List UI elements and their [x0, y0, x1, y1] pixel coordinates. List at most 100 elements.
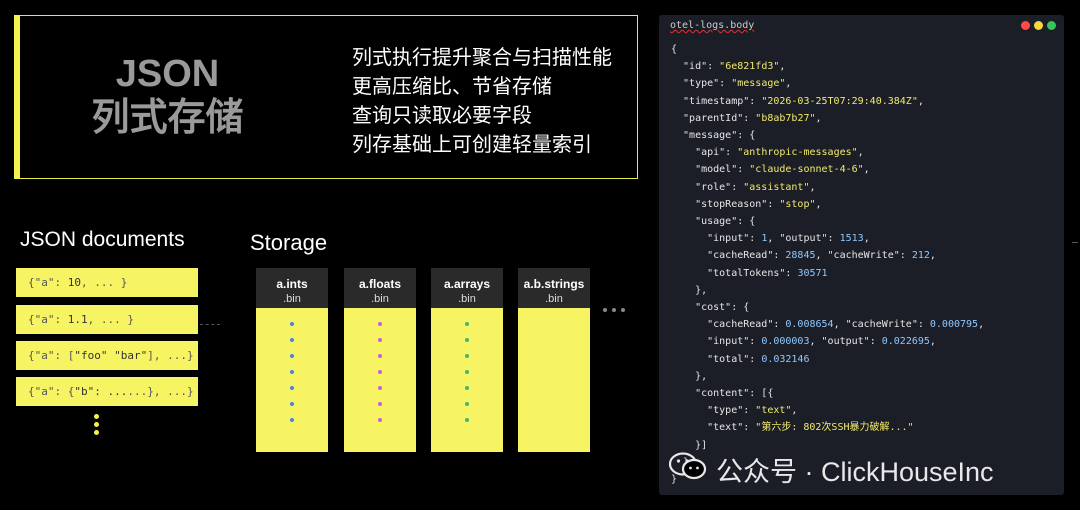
side-marker	[1072, 242, 1078, 243]
code-token: 0.032146	[761, 353, 810, 365]
code-line: "api": "anthropic-messages",	[671, 144, 984, 161]
json-doc-card: {"a": {"b": ......}, ...}	[16, 377, 198, 406]
json-code-block: { "id": "6e821fd3", "type": "message", "…	[671, 41, 984, 488]
column-ext: .bin	[458, 293, 476, 305]
json-doc-card: {"a": 10, ... }	[16, 268, 198, 297]
code-token: "第六步: 802次SSH暴力破解..."	[755, 422, 914, 434]
code-token: ,	[929, 250, 936, 262]
json-documents-title: JSON documents	[20, 228, 185, 251]
code-line: "type": "text",	[671, 402, 984, 419]
code-token: , "cacheWrite":	[833, 319, 930, 331]
code-line: "usage": {	[671, 213, 984, 230]
code-token: },	[671, 284, 708, 296]
code-token: "message"	[731, 78, 786, 90]
code-token: "type":	[671, 78, 732, 90]
watermark-text: 公众号 · ClickHouseInc	[716, 457, 994, 487]
doc-value: 1.1	[67, 313, 88, 326]
code-token: 0.008654	[785, 319, 834, 331]
column-ext: .bin	[283, 293, 301, 305]
value-dot	[465, 354, 469, 358]
json-doc-card: {"a": ["foo" "bar"], ...}	[16, 341, 198, 370]
column-ext: .bin	[371, 293, 389, 305]
code-token: ,	[857, 147, 864, 159]
doc-value: 10	[67, 276, 81, 289]
maximize-light-icon[interactable]	[1047, 21, 1056, 30]
code-token: 0.022695	[881, 336, 930, 348]
code-token: 1	[761, 233, 768, 245]
code-token: "usage": {	[671, 216, 756, 228]
feature-list: 列式执行提升聚合与扫描性能 更高压缩比、节省存储 查询只读取必要字段 列存基础上…	[352, 44, 612, 160]
code-token: "6e821fd3"	[719, 61, 780, 73]
header-title-line1: JSON	[115, 53, 220, 95]
value-dot	[378, 322, 382, 326]
code-line: },	[671, 282, 984, 299]
code-token: "api":	[671, 147, 738, 159]
code-token: },	[671, 370, 708, 382]
code-line: "totalTokens": 30571	[671, 265, 984, 282]
code-line: "input": 0.000003, "output": 0.022695,	[671, 333, 984, 350]
column-header: a.arrays .bin	[431, 268, 503, 308]
close-light-icon[interactable]	[1021, 21, 1030, 30]
header-title-line2: 列式存储	[91, 97, 244, 139]
value-dot	[465, 370, 469, 374]
feature-item: 列式执行提升聚合与扫描性能	[352, 47, 612, 69]
column-name: a.floats	[358, 277, 401, 291]
column-name: a.arrays	[443, 277, 491, 291]
code-token: ,	[815, 112, 822, 124]
code-line: "parentId": "b8ab7b27",	[671, 110, 984, 127]
code-token: 28845	[785, 250, 816, 262]
header-accent-bar	[14, 15, 20, 179]
code-token: ,	[863, 233, 870, 245]
code-line: {	[671, 41, 984, 58]
more-docs-ellipsis	[94, 414, 100, 438]
doc-suffix: , ... }	[81, 276, 128, 289]
value-dot	[378, 338, 382, 342]
column-ext: .bin	[545, 293, 563, 305]
doc-suffix: ], ...}	[147, 349, 194, 362]
code-token: "stop"	[779, 198, 816, 210]
code-token: 0.000003	[761, 336, 810, 348]
value-dot	[465, 418, 469, 422]
code-line: "stopReason": "stop",	[671, 196, 984, 213]
code-token: }]	[671, 439, 708, 451]
value-dot	[465, 322, 469, 326]
code-token: "2026-03-25T07:29:40.384Z"	[761, 95, 918, 107]
code-token: ,	[809, 181, 816, 193]
code-token: , "output":	[767, 233, 840, 245]
code-token: {	[671, 44, 678, 55]
value-dot	[290, 354, 294, 358]
code-panel: otel-logs.body { "id": "6e821fd3", "type…	[659, 15, 1064, 495]
feature-item: 查询只读取必要字段	[352, 105, 532, 127]
code-token: , "output":	[809, 336, 882, 348]
code-line: "cacheRead": 0.008654, "cacheWrite": 0.0…	[671, 316, 984, 333]
code-token: 212	[911, 250, 930, 262]
minimize-light-icon[interactable]	[1034, 21, 1043, 30]
code-panel-title: otel-logs.body	[670, 20, 755, 31]
code-token: "message": {	[671, 130, 756, 142]
feature-item: 列存基础上可创建轻量索引	[352, 134, 592, 156]
more-columns-ellipsis	[603, 299, 630, 317]
column-header: a.b.strings .bin	[518, 268, 590, 308]
value-dot	[378, 370, 382, 374]
code-token: "assistant"	[743, 181, 810, 193]
code-line: "type": "message",	[671, 75, 984, 92]
code-token: ,	[917, 95, 924, 107]
doc-prefix: {"a":	[28, 276, 68, 289]
code-token: "input":	[671, 336, 762, 348]
code-line: "model": "claude-sonnet-4-6",	[671, 161, 984, 178]
value-dot	[378, 402, 382, 406]
value-dot	[290, 386, 294, 390]
value-dot	[378, 386, 382, 390]
code-token: }	[671, 474, 678, 486]
column-body	[344, 308, 416, 452]
value-dot	[290, 402, 294, 406]
column-name: a.b.strings	[523, 277, 585, 291]
doc-suffix: ...}, ...}	[127, 385, 194, 398]
doc-suffix: , ... }	[87, 313, 134, 326]
code-token: "id":	[671, 61, 720, 73]
header-title: JSON 列式存储	[60, 52, 275, 140]
column-body	[431, 308, 503, 452]
code-token: "totalTokens":	[671, 267, 798, 279]
code-token: 30571	[797, 267, 828, 279]
column-name: a.ints	[276, 277, 308, 291]
